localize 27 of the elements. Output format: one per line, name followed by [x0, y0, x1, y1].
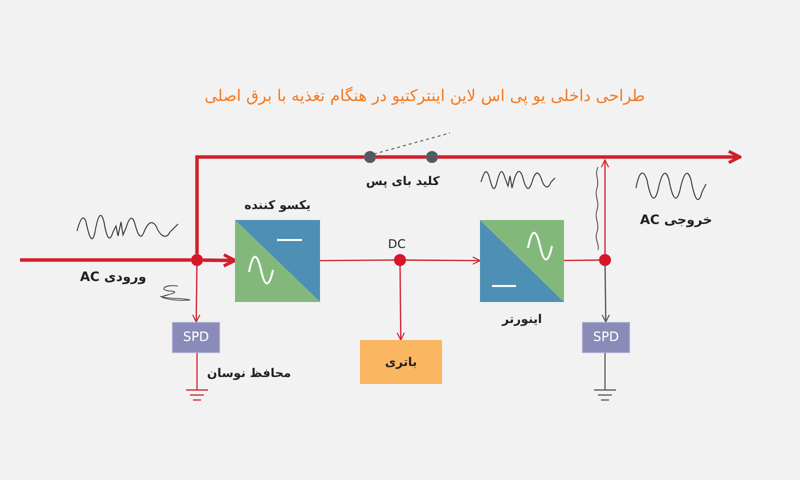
- battery-label: باتری: [385, 354, 417, 371]
- connector-line: [600, 159, 610, 254]
- switch-contact: [426, 151, 438, 163]
- connector-line: [406, 256, 481, 265]
- node-label: محافظ نوسان: [207, 365, 292, 382]
- connector-line: [602, 266, 610, 323]
- bus-label: DC: [388, 236, 406, 253]
- switch-contact: [364, 151, 376, 163]
- power-line: [195, 155, 364, 254]
- power-line: [438, 150, 742, 164]
- spd-label: SPD: [182, 328, 210, 347]
- power-line: [202, 253, 237, 268]
- text-label: ورودی AC: [80, 269, 146, 287]
- spd-box: [582, 322, 630, 353]
- battery-box: [360, 340, 442, 384]
- power-line: [20, 258, 191, 262]
- connector-line: [320, 259, 394, 262]
- text-label: خروجی AC: [640, 212, 712, 230]
- connector-line: [396, 266, 405, 341]
- connector-line: [192, 266, 200, 323]
- block-title: یکسو کننده: [244, 197, 311, 214]
- power-line: [376, 155, 426, 159]
- block-title: اینورتر: [502, 311, 542, 328]
- diagram-title: طراحی داخلی یو پی اس لاین اینترکتیو در هنگام تغذیه با برق اصلی: [205, 85, 645, 107]
- connector-line: [564, 259, 599, 262]
- text-label: کلید بای پس: [366, 173, 440, 190]
- spd-label: SPD: [592, 328, 620, 347]
